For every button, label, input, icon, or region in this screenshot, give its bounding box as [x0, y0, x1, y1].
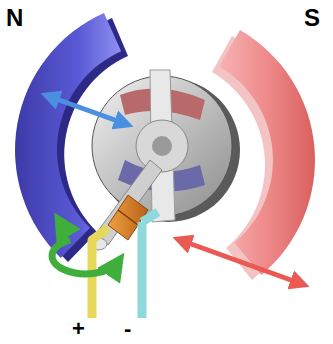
rotation-arrow	[52, 240, 118, 274]
brush-leads	[92, 212, 158, 318]
pole-label-box: S	[304, 6, 320, 30]
armature	[92, 70, 240, 222]
pole-label-box: N	[6, 6, 23, 30]
terminal-label: +	[72, 316, 85, 341]
terminal-label: -	[124, 316, 131, 341]
terminal-label-box: -	[124, 318, 131, 340]
force-arrow	[180, 240, 302, 284]
terminal-label-box: +	[72, 318, 85, 340]
pole-label: S	[304, 4, 320, 31]
pole-label: N	[6, 4, 23, 31]
force-arrow	[48, 96, 126, 124]
rotation-arrow-tail	[60, 222, 66, 232]
